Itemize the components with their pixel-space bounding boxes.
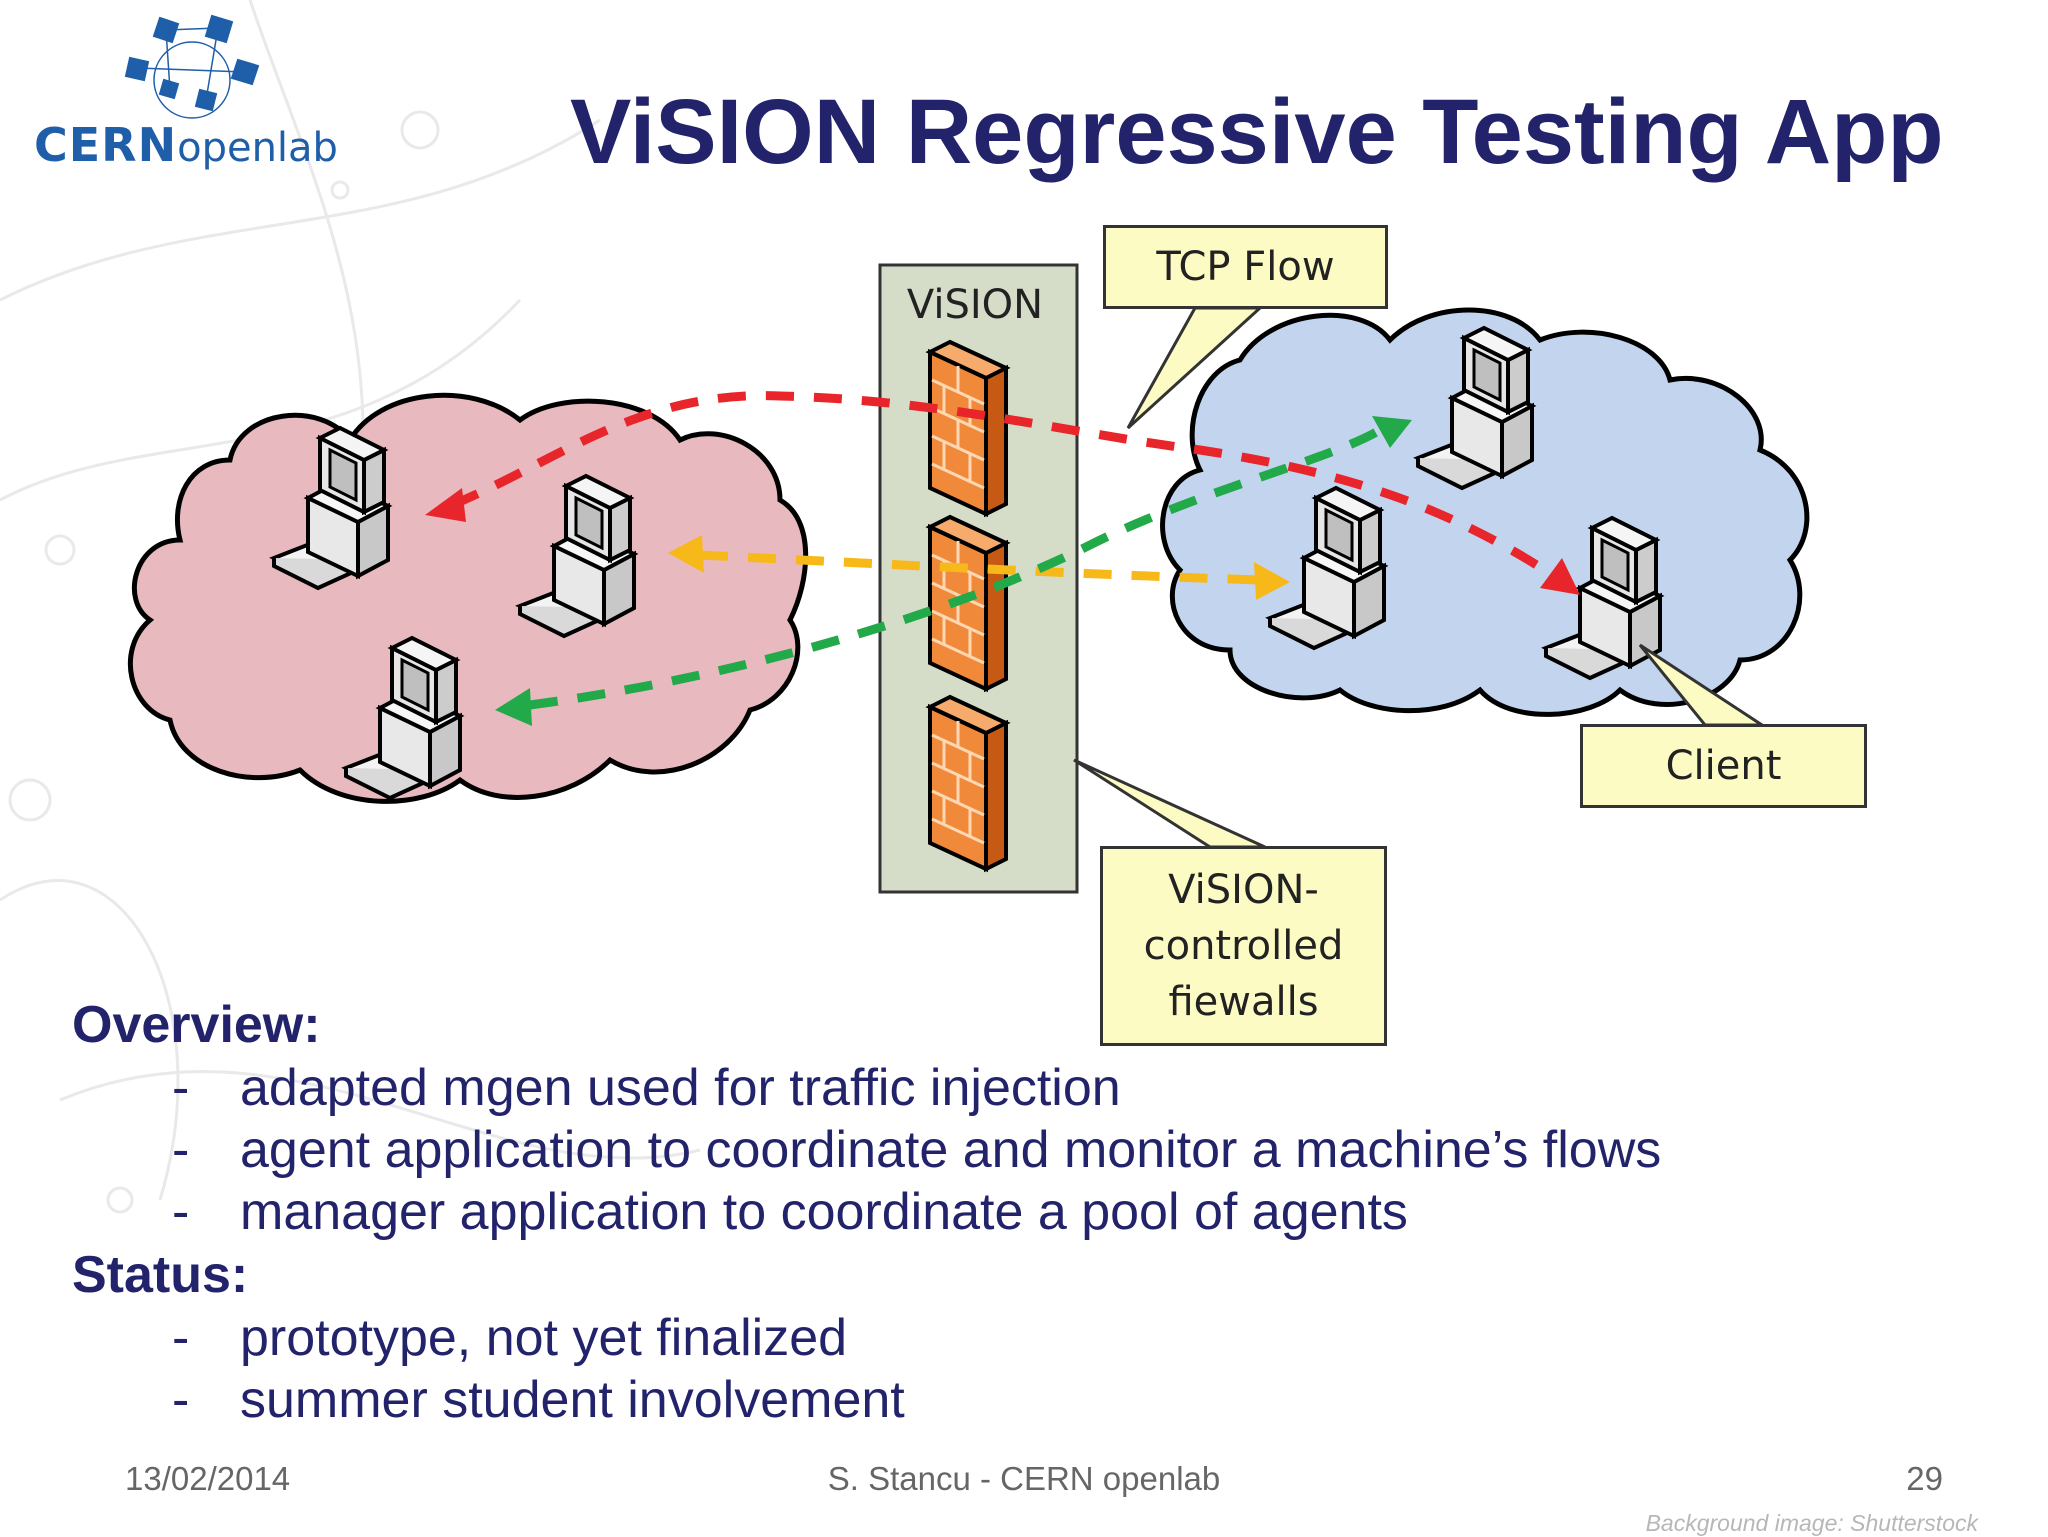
firewalls-callout-line: fiewalls xyxy=(1168,979,1319,1025)
overview-item: -agent application to coordinate and mon… xyxy=(172,1120,1661,1180)
tcp-flow-callout: TCP Flow xyxy=(1103,225,1388,309)
bullet-dash: - xyxy=(172,1121,190,1179)
status-item: -prototype, not yet finalized xyxy=(172,1308,847,1368)
yellow-flow xyxy=(699,550,1261,585)
firewall-icon xyxy=(928,340,1008,516)
status-heading: Status: xyxy=(72,1246,249,1304)
tcp-flow-callout-text: TCP Flow xyxy=(1156,244,1335,290)
firewalls-callout-line: controlled xyxy=(1143,923,1344,969)
yellow-flow-arrowhead-left xyxy=(668,535,704,573)
left-cloud xyxy=(127,392,809,804)
green-flow xyxy=(529,426,1383,710)
footer-date: 13/02/2014 xyxy=(125,1460,291,1497)
logo-text-bold: CERN xyxy=(34,118,178,172)
vision-label: ViSION xyxy=(906,282,1044,328)
background-credit: Background image: Shutterstock xyxy=(1645,1510,1978,1536)
overview-item-text: manager application to coordinate a pool… xyxy=(240,1183,1408,1241)
footer-page-number: 29 xyxy=(1906,1460,1943,1497)
overview-item-text: agent application to coordinate and moni… xyxy=(240,1121,1662,1179)
firewalls-callout-line: ViSION- xyxy=(1168,867,1319,913)
red-flow-arrowhead-left xyxy=(425,488,466,522)
overview-item: -adapted mgen used for traffic injection xyxy=(172,1058,1121,1118)
green-flow-arrowhead-right xyxy=(1372,416,1412,448)
red-flow xyxy=(450,391,1563,584)
logo-text-light: openlab xyxy=(177,125,338,171)
bullet-dash: - xyxy=(172,1371,190,1429)
firewall-callout-pointer xyxy=(1073,758,1266,849)
footer-author: S. Stancu - CERN openlab xyxy=(827,1460,1221,1497)
status-item: -summer student involvement xyxy=(172,1370,905,1430)
cern-openlab-logo: CERNopenlab xyxy=(34,118,338,172)
client-callout-text: Client xyxy=(1665,743,1782,789)
status-item-text: prototype, not yet finalized xyxy=(240,1309,848,1367)
bullet-dash: - xyxy=(172,1059,190,1117)
yellow-flow-arrowhead-right xyxy=(1254,562,1290,600)
red-flow-arrowhead-right xyxy=(1540,558,1580,595)
bullet-dash: - xyxy=(172,1183,190,1241)
firewall-icon xyxy=(928,515,1008,691)
green-flow-arrowhead-left xyxy=(495,688,532,726)
firewall-icon xyxy=(928,695,1008,871)
overview-item-text: adapted mgen used for traffic injection xyxy=(240,1059,1121,1117)
client-callout: Client xyxy=(1580,724,1867,808)
cern-openlab-logo-icon xyxy=(124,14,260,119)
slide-title: ViSION Regressive Testing App xyxy=(570,81,1944,183)
overview-item: -manager application to coordinate a poo… xyxy=(172,1182,1408,1242)
overview-heading: Overview: xyxy=(72,996,321,1054)
bullet-dash: - xyxy=(172,1309,190,1367)
firewalls-callout: ViSION- controlled fiewalls xyxy=(1100,846,1387,1046)
status-item-text: summer student involvement xyxy=(240,1371,905,1429)
